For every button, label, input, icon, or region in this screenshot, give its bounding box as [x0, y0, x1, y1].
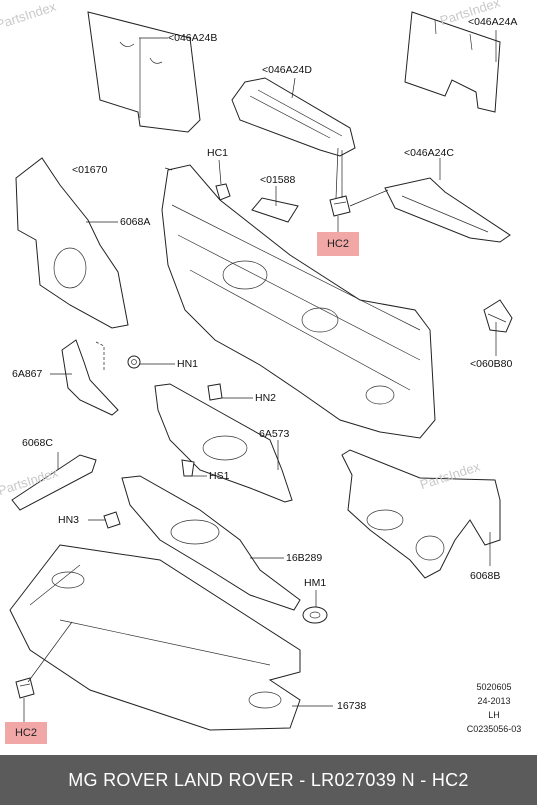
label-060b80: <060B80 [470, 358, 513, 370]
reference-date: 24-2013 [477, 696, 511, 706]
label-6a573: 6A573 [259, 428, 290, 440]
reference-block: 5020605 24-2013 LH C0235056-03 [452, 680, 536, 736]
label-6068b: 6068B [470, 570, 501, 582]
parts-diagram [9, 11, 513, 731]
insulation-pad-046a24b [87, 11, 201, 133]
reference-side: LH [488, 710, 500, 720]
label-16738: 16738 [337, 700, 367, 712]
label-hn1: HN1 [177, 358, 199, 370]
nut-hn3 [103, 511, 121, 529]
label-hc1: HC1 [207, 147, 229, 159]
label-046a24b: <046A24B [168, 32, 218, 44]
label-16b289: 16B289 [286, 552, 323, 564]
label-hn3: HN3 [58, 514, 80, 526]
label-046a24d: <046A24D [262, 64, 312, 76]
label-046a24c: <046A24C [404, 147, 454, 159]
insulator-6068b [341, 449, 501, 579]
reference-drawing: C0235056-03 [466, 724, 522, 734]
nut-hn1 [127, 355, 141, 369]
bracket-6068c [11, 454, 97, 511]
highlight-hc2-bottom[interactable]: HC2 [5, 722, 47, 744]
pad-01588 [251, 197, 299, 223]
clip-hc2-top [329, 195, 351, 217]
label-6a867: 6A867 [12, 368, 43, 380]
highlight-hc2-top[interactable]: HC2 [317, 232, 359, 256]
dash-panel-01670 [161, 164, 436, 439]
trim-046a24c [384, 177, 511, 243]
insulator-6a573 [154, 383, 293, 503]
screw-hs1 [181, 459, 195, 477]
insulator-16b289 [121, 475, 301, 611]
bracket-060b80 [483, 299, 513, 333]
clip-hc2-bottom [15, 677, 35, 699]
insulator-6068a [15, 157, 129, 329]
nut-hn2 [207, 383, 223, 401]
insulation-pad-046a24a [404, 11, 501, 113]
label-6068a: 6068A [120, 216, 151, 228]
label-01670: <01670 [72, 164, 108, 176]
trim-046a24d [231, 77, 356, 157]
label-6068c: 6068C [22, 437, 53, 449]
label-hs1: HS1 [209, 470, 230, 482]
label-046a24a: <046A24A [468, 16, 518, 28]
bracket-6a867 [61, 339, 119, 416]
label-01588: <01588 [260, 174, 296, 186]
label-hn2: HN2 [255, 392, 277, 404]
footer-bar: MG ROVER LAND ROVER - LR027039 N - HC2 [0, 755, 537, 805]
grommet-hm1 [302, 606, 328, 624]
clip-hc1 [215, 183, 231, 201]
leader-lines [23, 30, 497, 724]
label-hm1: HM1 [304, 577, 327, 589]
floor-insulator-16738 [9, 544, 301, 731]
footer-part-number: MG ROVER LAND ROVER - LR027039 N - HC2 [68, 770, 469, 790]
reference-code: 5020605 [476, 682, 512, 692]
